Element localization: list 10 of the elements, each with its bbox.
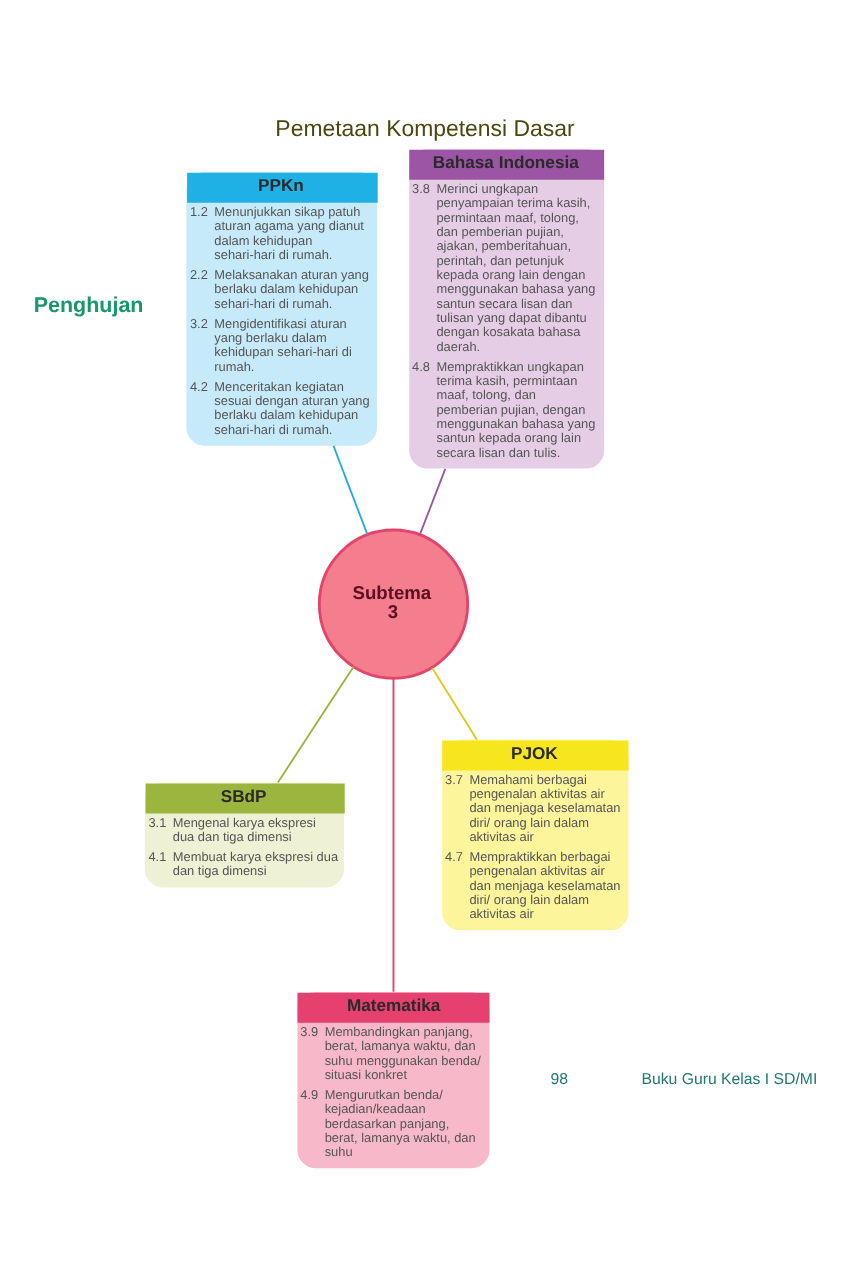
- connector: [431, 667, 478, 741]
- connector: [332, 444, 369, 536]
- label: Buku Guru Kelas I SD/MI: [641, 1070, 818, 1089]
- label: 98: [550, 1070, 568, 1089]
- label: Penghujan: [33, 294, 144, 319]
- node-circle: Subtema 3: [317, 528, 470, 680]
- diagram-title: Pemetaan Kompetensi Dasar: [275, 117, 575, 142]
- connector: [277, 665, 355, 784]
- connector: [392, 677, 395, 993]
- connector: [418, 467, 447, 536]
